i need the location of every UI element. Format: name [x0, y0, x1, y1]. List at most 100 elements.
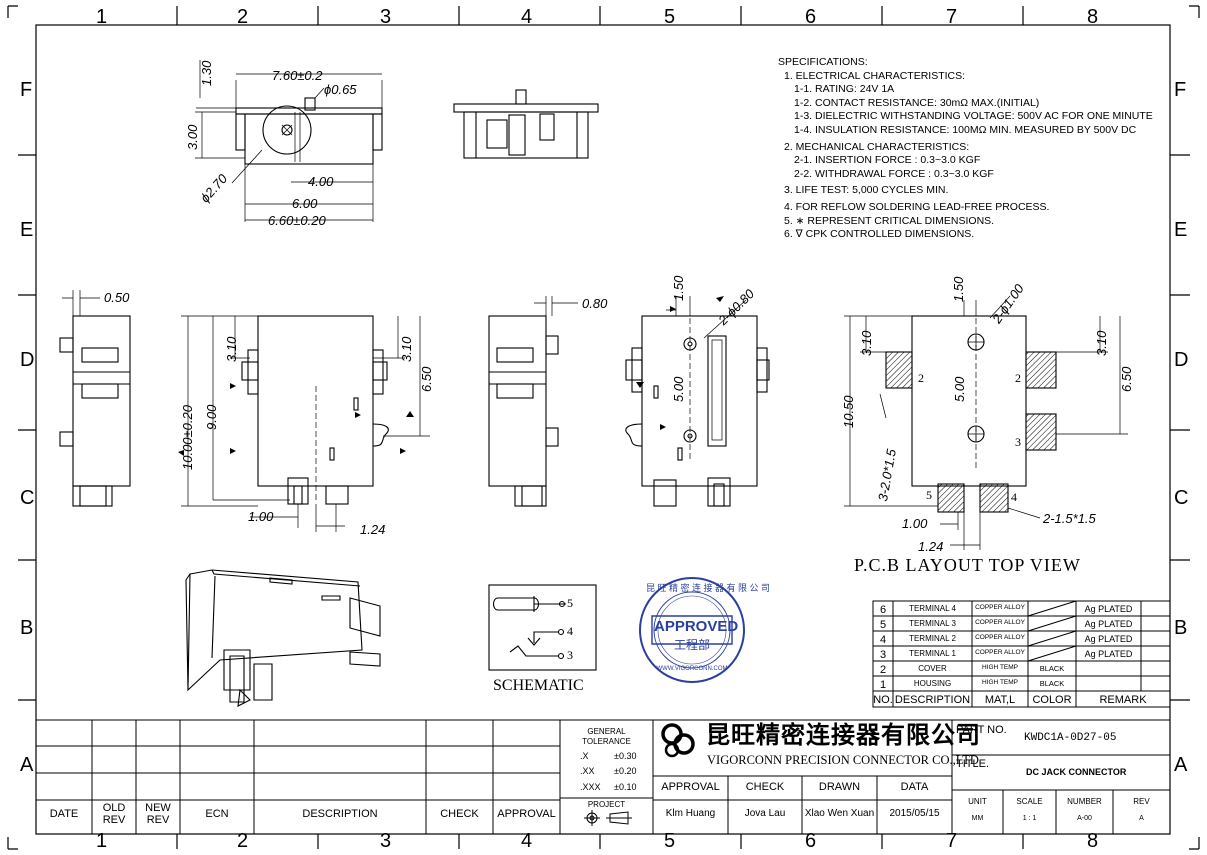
- top-view: [195, 60, 383, 222]
- project-label: PROJECT: [587, 800, 626, 809]
- rev-header: ECN: [205, 808, 229, 820]
- left-side-view: [59, 290, 131, 507]
- approval-header: DRAWN: [818, 781, 861, 793]
- dim-label: 5.00: [671, 376, 686, 402]
- approval-header: CHECK: [745, 781, 785, 793]
- col-label: 5: [664, 6, 676, 28]
- bom-cell-mat: COPPER ALLOY: [975, 619, 1025, 626]
- col-label: 8: [1087, 6, 1099, 28]
- bom-cell-desc: TERMINAL 3: [909, 619, 956, 628]
- col-label: 1: [96, 6, 108, 28]
- col-label: 5: [664, 830, 676, 852]
- tolerance-key: .XXX: [580, 782, 601, 792]
- schematic-pin: 5: [567, 596, 573, 610]
- col-label: 4: [521, 6, 533, 28]
- bom-cell-mat: HIGH TEMP: [982, 679, 1018, 686]
- tolerance-title: GENERAL: [587, 727, 626, 736]
- side-view-top: [453, 89, 599, 159]
- schematic-title: SCHEMATIC: [493, 677, 584, 694]
- dim-label: 3.10: [1094, 330, 1109, 356]
- dim-label: 5.00: [952, 376, 967, 402]
- dim-label: 9.00: [204, 404, 219, 430]
- dim-label: 0.50: [104, 290, 130, 305]
- rev-header: CHECK: [440, 808, 479, 820]
- stamp-dept: 工程部: [673, 638, 710, 652]
- company-logo-icon: [661, 723, 695, 758]
- rev-header: DESCRIPTION: [302, 808, 378, 820]
- bottom-view: [625, 296, 770, 507]
- spec-line: 5. ∗ REPRESENT CRITICAL DIMENSIONS.: [784, 214, 995, 227]
- row-label: F: [20, 79, 33, 101]
- dim-label: 1.00: [248, 509, 274, 524]
- stamp-ring-text: 昆 旺 精 密 连 接 器 有 限 公 司: [646, 583, 771, 593]
- spec-line: 4. FOR REFLOW SOLDERING LEAD-FREE PROCES…: [784, 200, 1050, 213]
- dim-label: 0.80: [582, 296, 608, 311]
- company-en: VIGORCONN PRECISION CONNECTOR CO.,LTD: [707, 753, 979, 767]
- row-label: E: [1174, 219, 1188, 241]
- approval-value: Jova Lau: [744, 808, 786, 819]
- col-label: 6: [805, 6, 817, 28]
- title-block: [36, 719, 1170, 835]
- spec-line: 3. LIFE TEST: 5,000 CYCLES MIN.: [784, 184, 949, 197]
- dim-label: 4.00: [308, 174, 334, 189]
- meta-header: SCALE: [1016, 797, 1043, 806]
- dim-label: 3.00: [185, 124, 200, 150]
- dim-label: 7.60±0.2: [272, 68, 323, 83]
- col-label: 2: [237, 830, 249, 852]
- tolerance-title: TOLERANCE: [582, 737, 631, 746]
- pcb-layout: [844, 295, 1128, 550]
- bom-cell-desc: TERMINAL 2: [909, 634, 956, 643]
- tolerance-key: .XX: [580, 766, 595, 776]
- spec-line: 2-1. INSERTION FORCE : 0.3~3.0 KGF: [794, 154, 981, 167]
- col-label: 3: [380, 830, 392, 852]
- dim-label: 6.50: [419, 366, 434, 392]
- meta-value: 1 : 1: [1022, 815, 1037, 822]
- rev-header: NEW REV: [145, 802, 171, 826]
- bom-cell-no: 1: [879, 679, 887, 691]
- meta-header: NUMBER: [1067, 797, 1102, 806]
- bom-header-desc: DESCRIPTION: [894, 694, 971, 706]
- projection-icon: [584, 810, 632, 826]
- schematic-pin: 4: [567, 624, 573, 638]
- row-label: D: [20, 349, 35, 371]
- pad-number: 5: [926, 488, 932, 502]
- row-label: E: [20, 219, 34, 241]
- row-label: A: [1174, 754, 1188, 776]
- pcb-title: P.C.B LAYOUT TOP VIEW: [854, 555, 1081, 575]
- dim-label: 1.50: [671, 275, 686, 301]
- title-label: TITLE.: [956, 758, 990, 770]
- bom-cell-remark: Ag PLATED: [1084, 604, 1133, 614]
- dim-label: 3.10: [859, 330, 874, 356]
- col-label: 1: [96, 830, 108, 852]
- drawing-title: DC JACK CONNECTOR: [1026, 767, 1127, 777]
- part-no: KWDC1A-0D27-05: [1024, 732, 1117, 744]
- bom-cell-remark: Ag PLATED: [1084, 649, 1133, 659]
- right-side-view: [488, 296, 578, 507]
- bom-header-color: COLOR: [1032, 694, 1072, 706]
- dim-label: 10.00±0.20: [180, 405, 195, 470]
- row-label: C: [20, 487, 35, 509]
- bom-header-no: NO.: [873, 694, 893, 706]
- approval-header: DATA: [900, 781, 929, 793]
- tolerance-val: ±0.30: [614, 751, 637, 761]
- tolerance-val: ±0.20: [614, 766, 637, 776]
- bom-cell-remark: Ag PLATED: [1084, 634, 1133, 644]
- pad-number: 2: [918, 371, 924, 385]
- specifications: SPECIFICATIONS: 1. ELECTRICAL CHARACTERI…: [778, 56, 1153, 242]
- approval-value: Klm Huang: [665, 808, 716, 819]
- col-label: 7: [946, 6, 958, 28]
- col-label: 7: [946, 830, 958, 852]
- dim-label: 3.10: [399, 336, 414, 362]
- pad-number: 2: [1015, 371, 1021, 385]
- isometric-view: [185, 569, 381, 707]
- dim-label: 10.50: [841, 395, 856, 428]
- row-label: A: [20, 754, 34, 776]
- bom-cell-no: 5: [879, 619, 887, 631]
- row-label: C: [1174, 487, 1189, 509]
- bom-cell-remark: Ag PLATED: [1084, 619, 1133, 629]
- dim-label: 1.30: [199, 60, 214, 86]
- spec-line: 1. ELECTRICAL CHARACTERISTICS:: [784, 69, 966, 82]
- dim-label: 6.60±0.20: [268, 213, 326, 228]
- bom-cell-mat: HIGH TEMP: [982, 664, 1018, 671]
- col-label: 2: [237, 6, 249, 28]
